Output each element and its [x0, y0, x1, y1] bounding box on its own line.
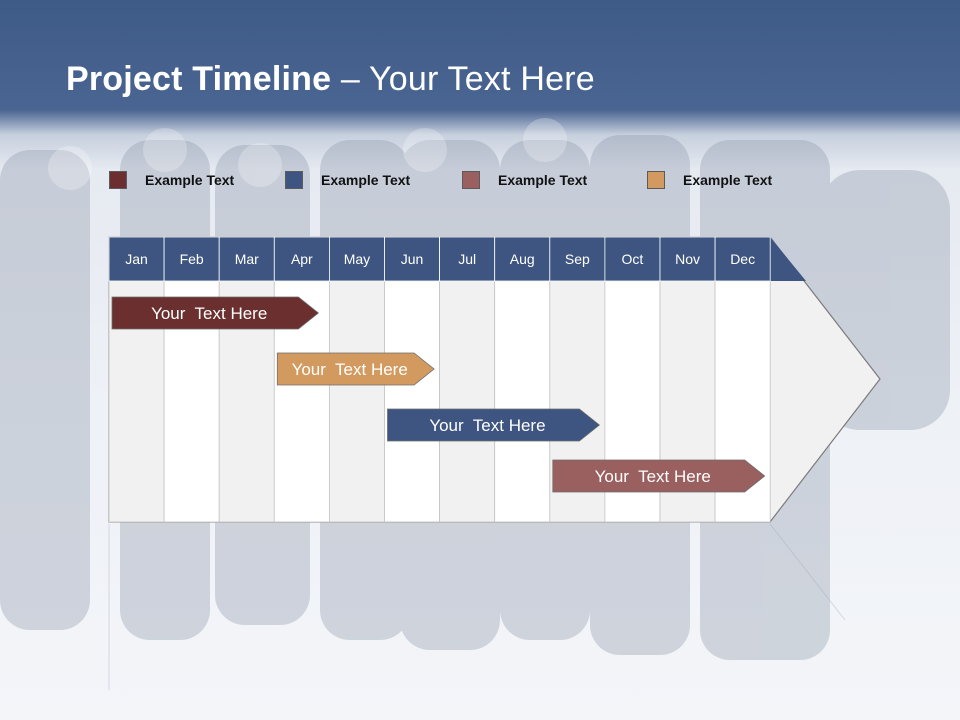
task-bar-label-3: Your Text Here [429, 416, 545, 435]
month-column-jun [384, 280, 440, 523]
month-label-jan: Jan [125, 251, 148, 267]
task-bar-label-1: Your Text Here [151, 304, 267, 323]
task-bar-2 [276, 352, 435, 386]
month-column-jul [439, 280, 496, 523]
page-title: Project Timeline – Your Text Here [66, 60, 595, 99]
legend-item-1: Example Text [109, 170, 234, 190]
title-rest: – Your Text Here [331, 60, 595, 98]
month-label-oct: Oct [622, 251, 644, 267]
task-bar-label-4: Your Text Here [595, 467, 711, 486]
month-header-sep [549, 236, 606, 282]
month-header-dec [714, 236, 771, 282]
month-header-nov [659, 236, 716, 282]
month-header-feb [163, 236, 220, 282]
timeline-reflection [108, 523, 846, 690]
month-column-may [328, 280, 385, 523]
month-header-apr [273, 236, 330, 282]
month-header-jan [108, 236, 165, 282]
month-header-jul [439, 236, 496, 282]
legend-item-3: Example Text [462, 170, 587, 190]
month-label-nov: Nov [675, 251, 700, 267]
month-label-jul: Jul [458, 251, 476, 267]
month-column-aug [494, 280, 551, 523]
legend-swatch-2 [285, 171, 303, 189]
month-header-oct [604, 236, 661, 282]
month-header-aug [494, 236, 551, 282]
legend-item-4: Example Text [647, 170, 772, 190]
timeline-header-tip [770, 237, 806, 281]
month-label-aug: Aug [510, 251, 535, 267]
legend-label-4: Example Text [683, 172, 773, 188]
month-header-mar [218, 236, 275, 282]
month-label-dec: Dec [730, 251, 755, 267]
task-bar-3 [387, 408, 601, 442]
task-bar-4 [552, 459, 766, 493]
month-label-feb: Feb [180, 251, 204, 267]
legend-item-2: Example Text [285, 170, 410, 190]
month-header-may [328, 236, 385, 282]
task-bar-1 [111, 296, 320, 330]
month-label-jun: Jun [401, 251, 424, 267]
month-label-mar: Mar [235, 251, 259, 267]
title-bold: Project Timeline [66, 60, 332, 98]
legend-swatch-3 [462, 171, 480, 189]
legend-swatch-4 [647, 171, 665, 189]
month-headers: Jan Feb Mar Apr May Jun Jul Aug Sep Oct Nov Dec [108, 236, 771, 282]
month-label-may: May [344, 251, 370, 267]
month-header-jun [384, 236, 440, 282]
legend-label-1: Example Text [145, 172, 235, 188]
legend-label-3: Example Text [498, 172, 588, 188]
month-label-apr: Apr [291, 251, 313, 267]
legend-swatch-1 [109, 171, 127, 189]
month-label-sep: Sep [565, 251, 590, 267]
legend-label-2: Example Text [321, 172, 411, 188]
task-bar-label-2: Your Text Here [292, 360, 408, 379]
